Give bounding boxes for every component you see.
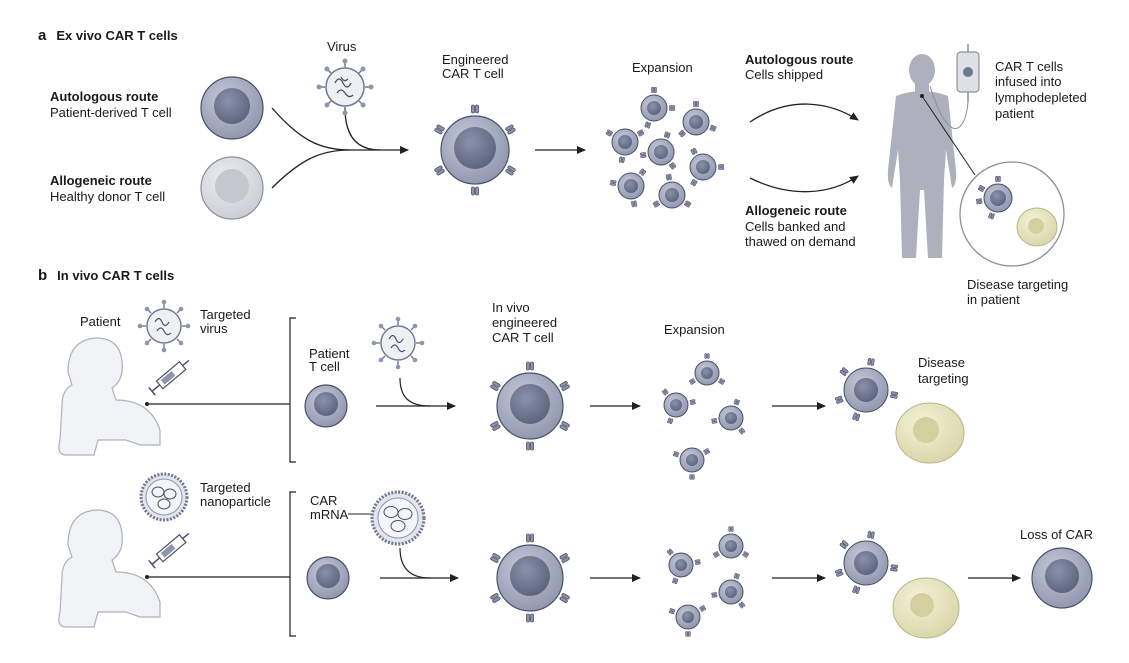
disease-targeting-row2 — [834, 530, 960, 639]
targeted-np-line2: nanoparticle — [200, 494, 271, 509]
infused-line3: lymphodepleted — [995, 90, 1087, 105]
iv-bag-icon — [929, 44, 980, 129]
route-auto-title: Autologous route — [745, 52, 854, 67]
panel-b-title: In vivo CAR T cells — [57, 268, 175, 283]
route-allo-title: Allogeneic route — [745, 203, 847, 218]
patient-tcell-line1: Patient — [309, 346, 350, 361]
panel-a-graphics — [200, 44, 1065, 267]
allogeneic-route-arrow — [749, 175, 859, 193]
virus-label: Virus — [327, 39, 357, 54]
disease-line1: Disease — [918, 355, 965, 370]
virus-icon-row1 — [371, 316, 425, 370]
route-auto-sub: Cells shipped — [745, 67, 824, 82]
route-allo-sub2: thawed on demand — [745, 234, 856, 249]
bracket-bottom — [289, 491, 296, 637]
bracket-top — [289, 317, 296, 463]
panel-a-title: Ex vivo CAR T cells — [56, 28, 178, 43]
expansion-label-a: Expansion — [632, 60, 693, 75]
expansion-cluster-b2 — [666, 526, 750, 637]
patient-silhouette-bottom — [58, 509, 161, 628]
autologous-sub: Patient-derived T cell — [50, 105, 172, 120]
car-mrna-nanoparticle-icon — [370, 490, 426, 546]
disease-targeting-zoom — [959, 161, 1065, 267]
invivo-line3: CAR T cell — [492, 330, 554, 345]
patient-derived-t-cell — [200, 76, 264, 140]
syringe-icon-bottom — [148, 532, 190, 569]
expansion-cluster-a — [605, 86, 725, 209]
zoom-pointer-line — [921, 95, 976, 176]
panel-b-graphics — [58, 299, 1093, 639]
patient-t-cell-top — [304, 384, 348, 428]
virus-icon — [316, 58, 374, 116]
infused-line4: patient — [995, 106, 1035, 121]
patient-silhouette-top — [58, 337, 161, 456]
panel-b-heading: b In vivo CAR T cells — [38, 268, 174, 284]
targeted-virus-line2: virus — [200, 321, 228, 336]
disease-line2: targeting — [918, 371, 969, 386]
patient-t-cell-bottom — [306, 556, 350, 600]
engineered-label-line1: Engineered — [442, 52, 509, 67]
targeted-virus-icon — [137, 299, 191, 353]
patient-tcell-line2: T cell — [309, 359, 340, 374]
autologous-label: Autologous route — [50, 89, 159, 104]
route-allo-sub1: Cells banked and — [745, 219, 846, 234]
panel-b-letter: b — [38, 267, 48, 284]
panel-a-heading: a Ex vivo CAR T cells — [38, 28, 178, 44]
infused-line1: CAR T cells — [995, 59, 1064, 74]
donor-t-cell — [200, 156, 264, 220]
invivo-car-t-cell-bottom — [489, 533, 571, 623]
patient-label: Patient — [80, 314, 121, 329]
disease-targeting-line1: Disease targeting — [967, 277, 1069, 292]
targeted-nanoparticle-icon — [139, 472, 189, 522]
allogeneic-sub: Healthy donor T cell — [50, 189, 166, 204]
car-label-line2: mRNA — [310, 507, 349, 522]
disease-targeting-row1 — [834, 357, 965, 464]
expansion-cluster-b1 — [661, 353, 746, 480]
infused-line2: infused into — [995, 74, 1062, 89]
standing-patient-silhouette — [887, 54, 957, 258]
merge-curve-top — [271, 107, 351, 151]
merge-curve-bottom — [271, 149, 351, 189]
invivo-car-t-cell-top — [489, 361, 571, 451]
disease-targeting-line2: in patient — [967, 292, 1020, 307]
invivo-line1: In vivo — [492, 300, 530, 315]
expansion-label-b: Expansion — [664, 322, 725, 337]
engineered-label-line2: CAR T cell — [442, 66, 504, 81]
targeted-virus-line1: Targeted — [200, 307, 251, 322]
loss-of-car-cell — [1031, 547, 1093, 609]
allogeneic-label: Allogeneic route — [50, 173, 152, 188]
targeted-np-line1: Targeted — [200, 480, 251, 495]
car-label-line1: CAR — [310, 493, 338, 508]
invivo-line2: engineered — [492, 315, 558, 330]
panel-a-letter: a — [38, 27, 47, 44]
loss-of-car-label: Loss of CAR — [1020, 527, 1093, 542]
engineered-car-t-cell — [433, 104, 517, 196]
syringe-icon-top — [148, 359, 190, 396]
autologous-route-arrow — [749, 103, 859, 123]
virus-curve — [344, 107, 381, 151]
